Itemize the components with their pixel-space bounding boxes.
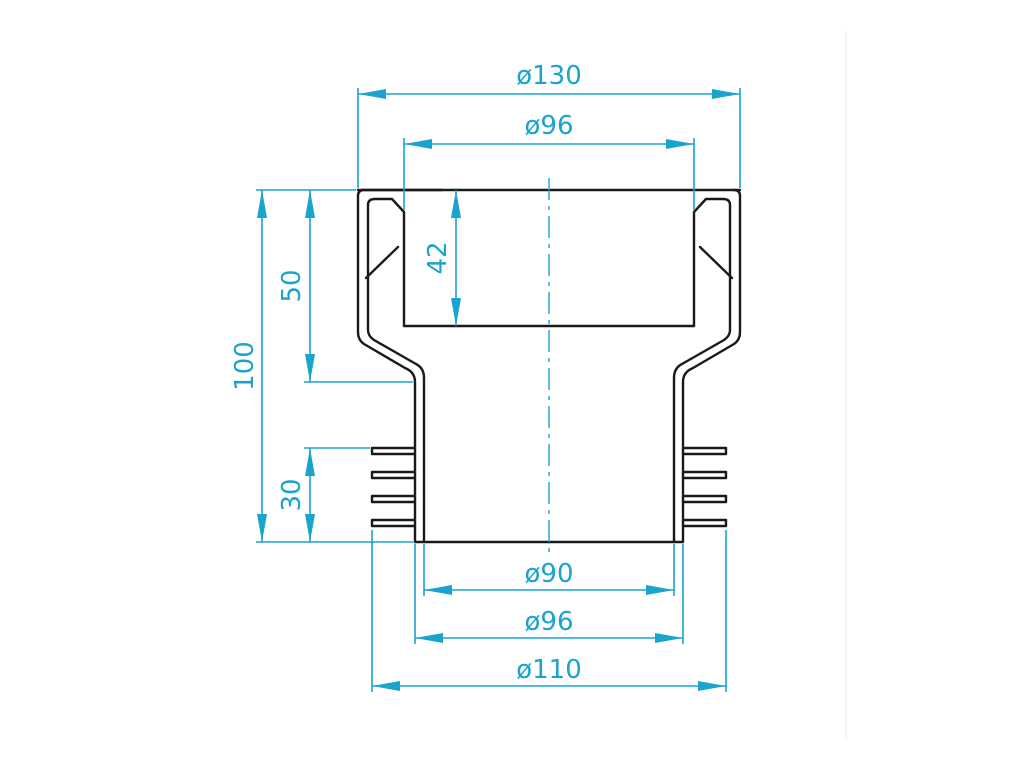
dim-top-inner: ø96: [404, 111, 694, 149]
inner-shell-right: [672, 197, 732, 544]
dim-top-inner-label: ø96: [525, 111, 574, 141]
dim-top-outer-label: ø130: [516, 61, 582, 91]
dim-bottom-outer-label: ø110: [516, 655, 582, 685]
dim-socket-height-label: 50: [277, 269, 307, 302]
dim-fins-height-label: 30: [277, 478, 307, 511]
fins-left: [370, 446, 417, 528]
dim-bottom-middle-label: ø96: [525, 607, 574, 637]
dim-socket-depth: 42: [423, 190, 461, 326]
lip-left: [364, 245, 400, 280]
outer-shell-right: [681, 188, 742, 544]
dim-fins-height: 30: [277, 448, 315, 542]
dim-bottom-inner: ø90: [424, 559, 674, 595]
extension-lines: [256, 88, 741, 692]
dim-bottom-middle: ø96: [415, 607, 683, 643]
dim-top-outer: ø130: [358, 61, 740, 99]
dim-socket-height: 50: [277, 190, 315, 382]
outer-shell-left: [356, 188, 444, 544]
fins-right: [681, 446, 728, 528]
dim-socket-depth-label: 42: [423, 241, 453, 274]
lip-right: [698, 245, 734, 280]
dim-total-height-label: 100: [230, 341, 260, 391]
dim-total-height: 100: [230, 190, 267, 542]
dim-bottom-outer: ø110: [372, 655, 726, 691]
dim-bottom-inner-label: ø90: [525, 559, 574, 589]
inner-shell-left: [366, 197, 426, 544]
